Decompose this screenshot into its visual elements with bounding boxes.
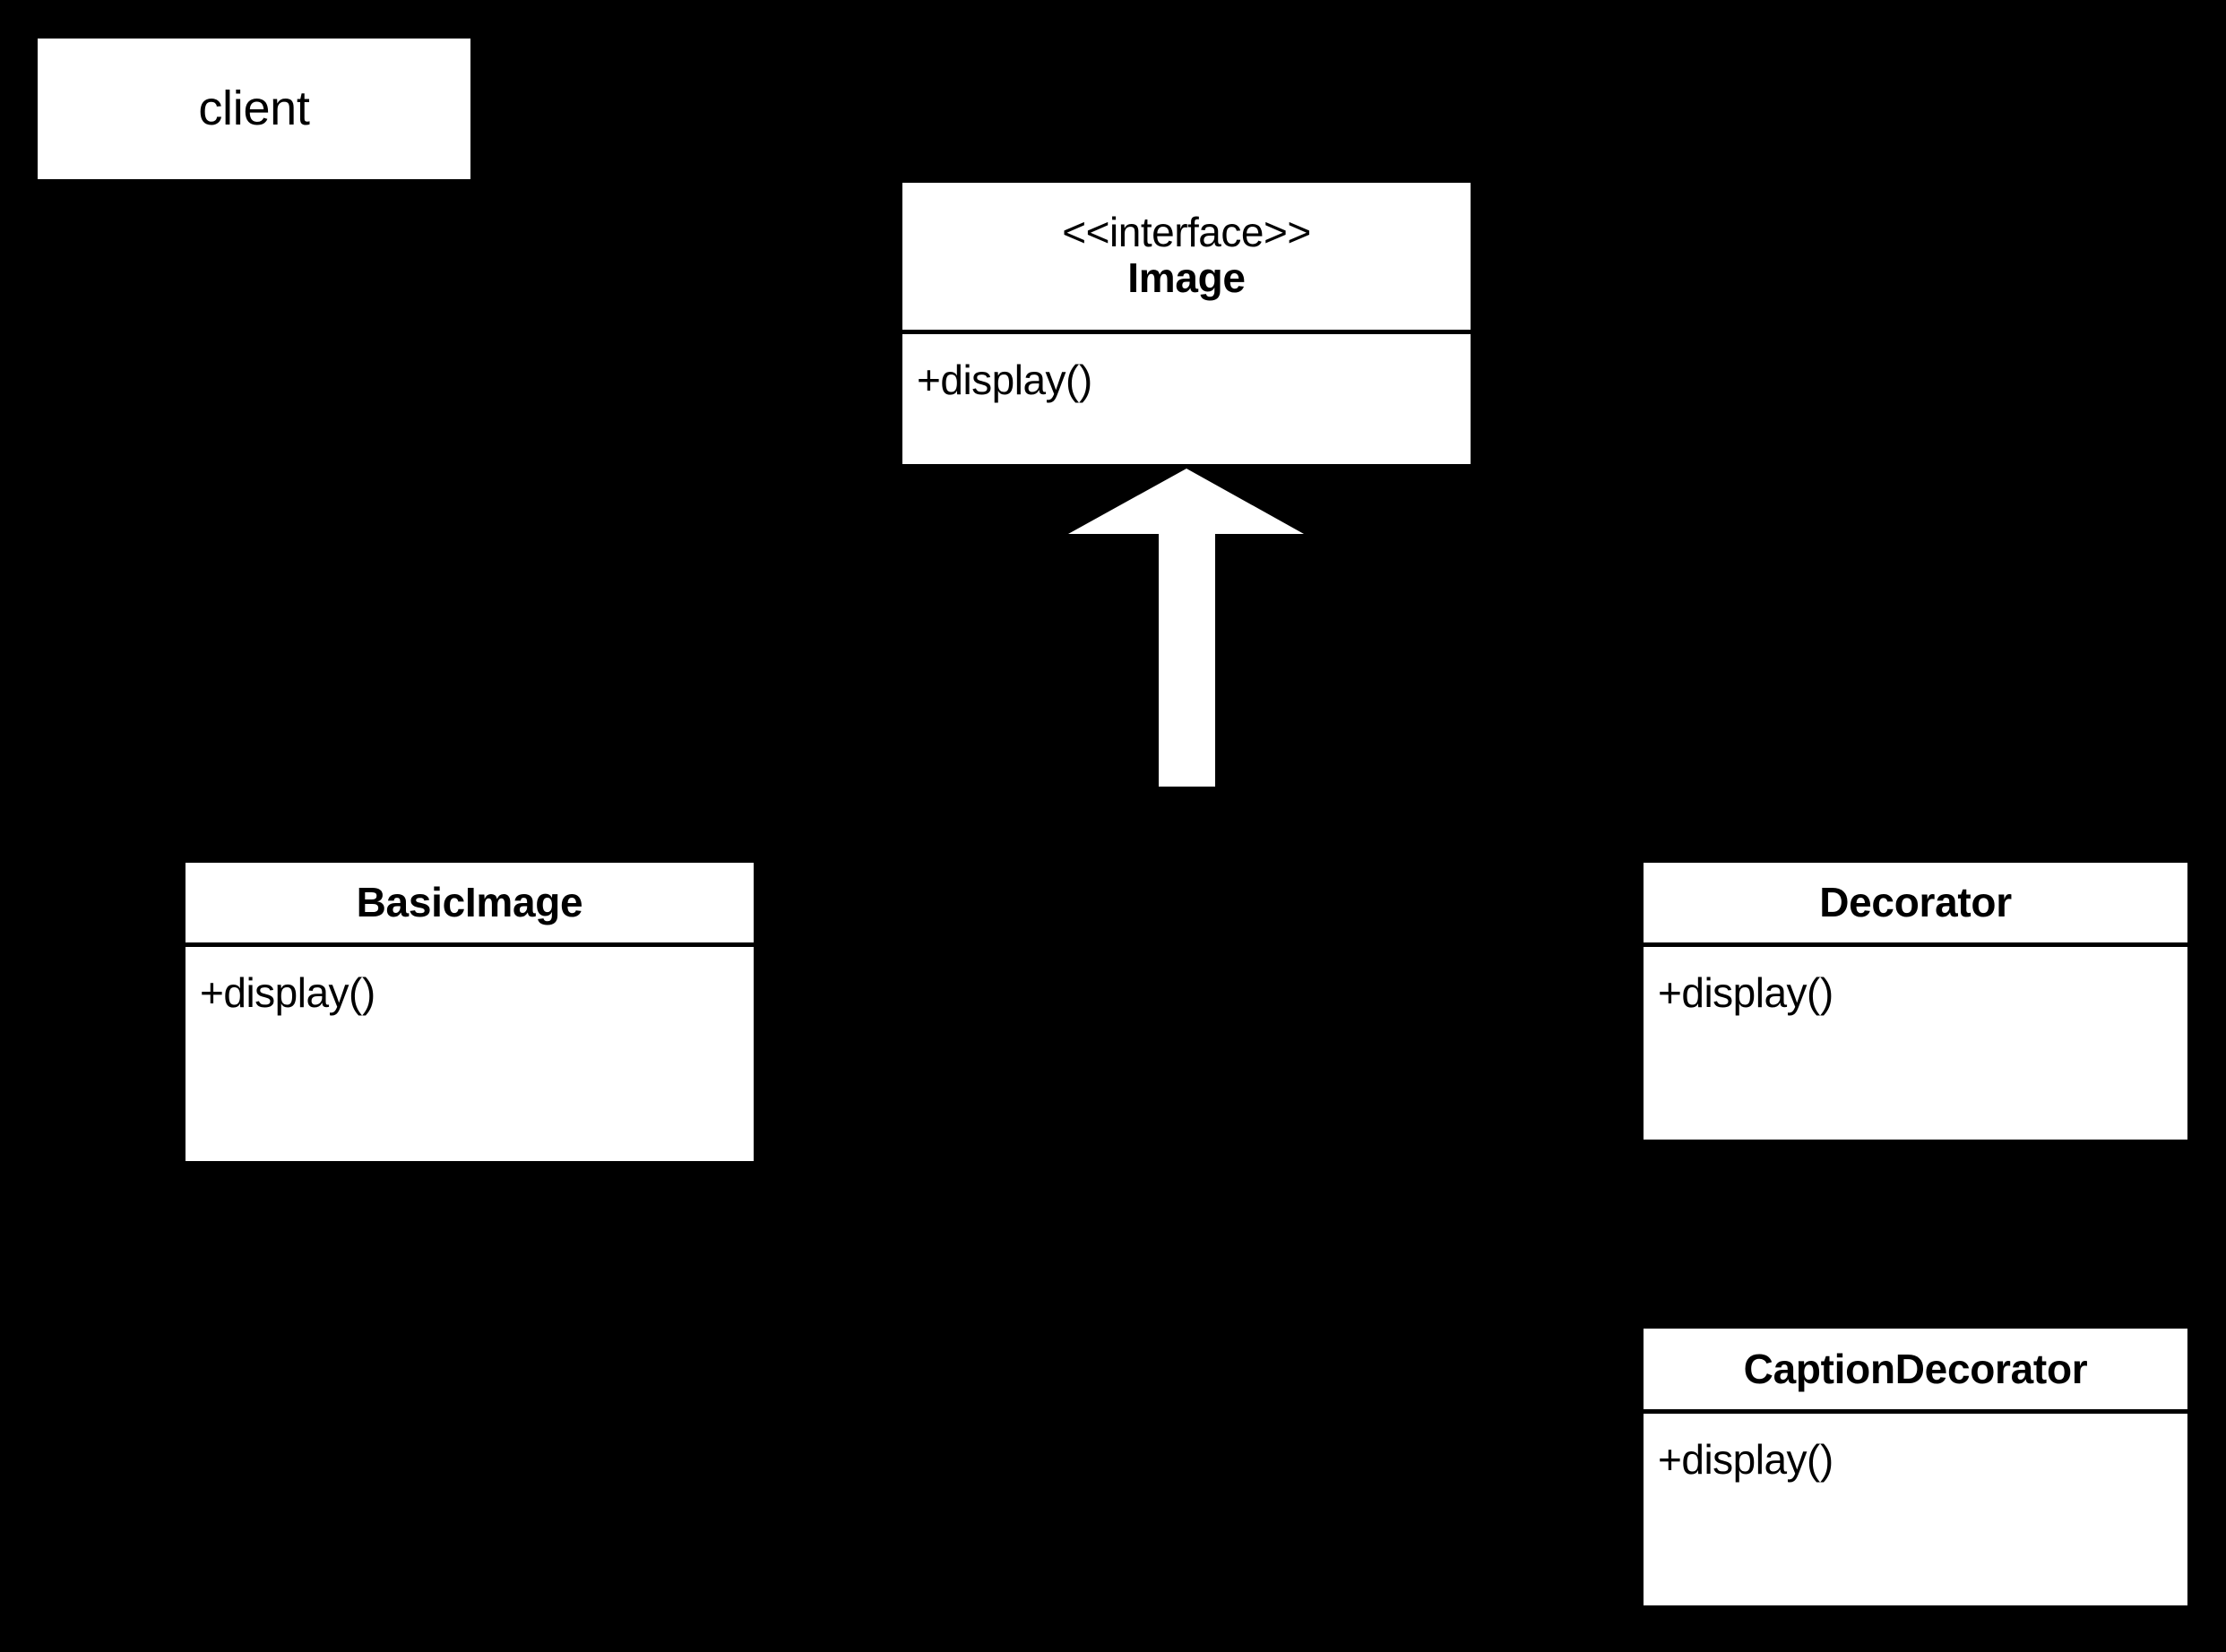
basicimage-class-name: BasicImage xyxy=(356,879,583,926)
image-class-name: Image xyxy=(1127,254,1246,301)
decorator-header: Decorator xyxy=(1644,863,2187,947)
decorator-class-name: Decorator xyxy=(1819,879,2012,926)
captiondecorator-class-name: CaptionDecorator xyxy=(1743,1345,2088,1392)
image-header: <<interface>> Image xyxy=(902,183,1471,334)
generalization-arrow-icon xyxy=(1068,469,1304,787)
client-class-name: client xyxy=(198,82,310,136)
basicimage-header: BasicImage xyxy=(186,863,754,947)
uml-class-box-captiondecorator[interactable]: CaptionDecorator +display() xyxy=(1644,1329,2187,1605)
decorator-member-display: +display() xyxy=(1658,969,1833,1016)
image-stereotype: <<interface>> xyxy=(1062,209,1311,256)
decorator-members: +display() xyxy=(1644,947,2187,1140)
basicimage-member-display: +display() xyxy=(200,969,375,1016)
uml-class-box-client[interactable]: client xyxy=(38,39,470,179)
uml-class-box-decorator[interactable]: Decorator +display() xyxy=(1644,863,2187,1140)
uml-class-box-image[interactable]: <<interface>> Image +display() xyxy=(902,183,1471,464)
uml-class-box-basicimage[interactable]: BasicImage +display() xyxy=(186,863,754,1161)
captiondecorator-member-display: +display() xyxy=(1658,1436,1833,1483)
basicimage-members: +display() xyxy=(186,947,754,1161)
captiondecorator-header: CaptionDecorator xyxy=(1644,1329,2187,1414)
client-header: client xyxy=(38,39,470,179)
image-member-display: +display() xyxy=(917,357,1092,403)
image-members: +display() xyxy=(902,334,1471,464)
captiondecorator-members: +display() xyxy=(1644,1414,2187,1605)
